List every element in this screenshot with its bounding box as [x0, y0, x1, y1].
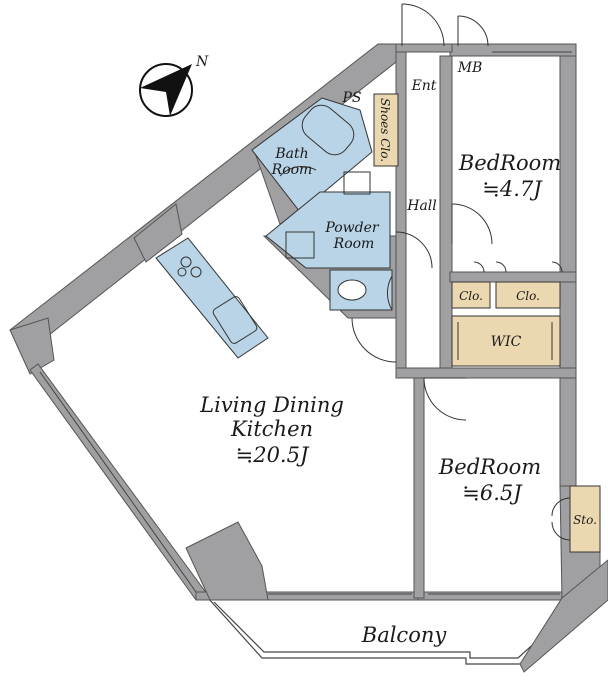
entrance-label: Ent [411, 78, 437, 94]
stove-icon [177, 256, 202, 278]
storage-label: Sto. [573, 513, 597, 527]
ldk-size: ≒20.5J [236, 443, 310, 467]
north-label: N [195, 54, 209, 70]
door-swings [279, 3, 571, 541]
sink-icon [212, 296, 258, 344]
powder-name-line1: Powder [324, 220, 380, 236]
bath-name-line2: Room [271, 162, 313, 178]
toilet-icon [337, 279, 367, 301]
hall-label: Hall [406, 198, 437, 214]
powder-name-line2: Room [333, 236, 375, 252]
north-arrow-icon: N [139, 54, 209, 117]
balcony-label: Balcony [361, 623, 448, 647]
bath-name-line1: Bath [274, 146, 308, 162]
mb-label: MB [457, 60, 483, 76]
bedroom1-size: ≒4.7J [482, 177, 543, 201]
shoes-closet-label: Shoes Clo. [378, 98, 392, 162]
bedroom1-name: BedRoom [458, 151, 561, 175]
closets [373, 93, 601, 553]
ldk-name-line1: Living Dining [199, 393, 344, 417]
bathtub-icon [301, 104, 355, 156]
washbasin-icon [285, 171, 371, 259]
closet-rods [457, 322, 553, 360]
wic-label: WIC [491, 334, 522, 350]
bedroom2-size: ≒6.5J [462, 481, 523, 505]
structural-column [185, 521, 269, 601]
windows [39, 51, 572, 595]
closet1-label: Clo. [459, 289, 483, 303]
ldk-name-line2: Kitchen [230, 417, 313, 441]
bedroom2-name: BedRoom [438, 455, 541, 479]
closet2-label: Clo. [516, 289, 540, 303]
ps-label: PS [341, 90, 361, 106]
